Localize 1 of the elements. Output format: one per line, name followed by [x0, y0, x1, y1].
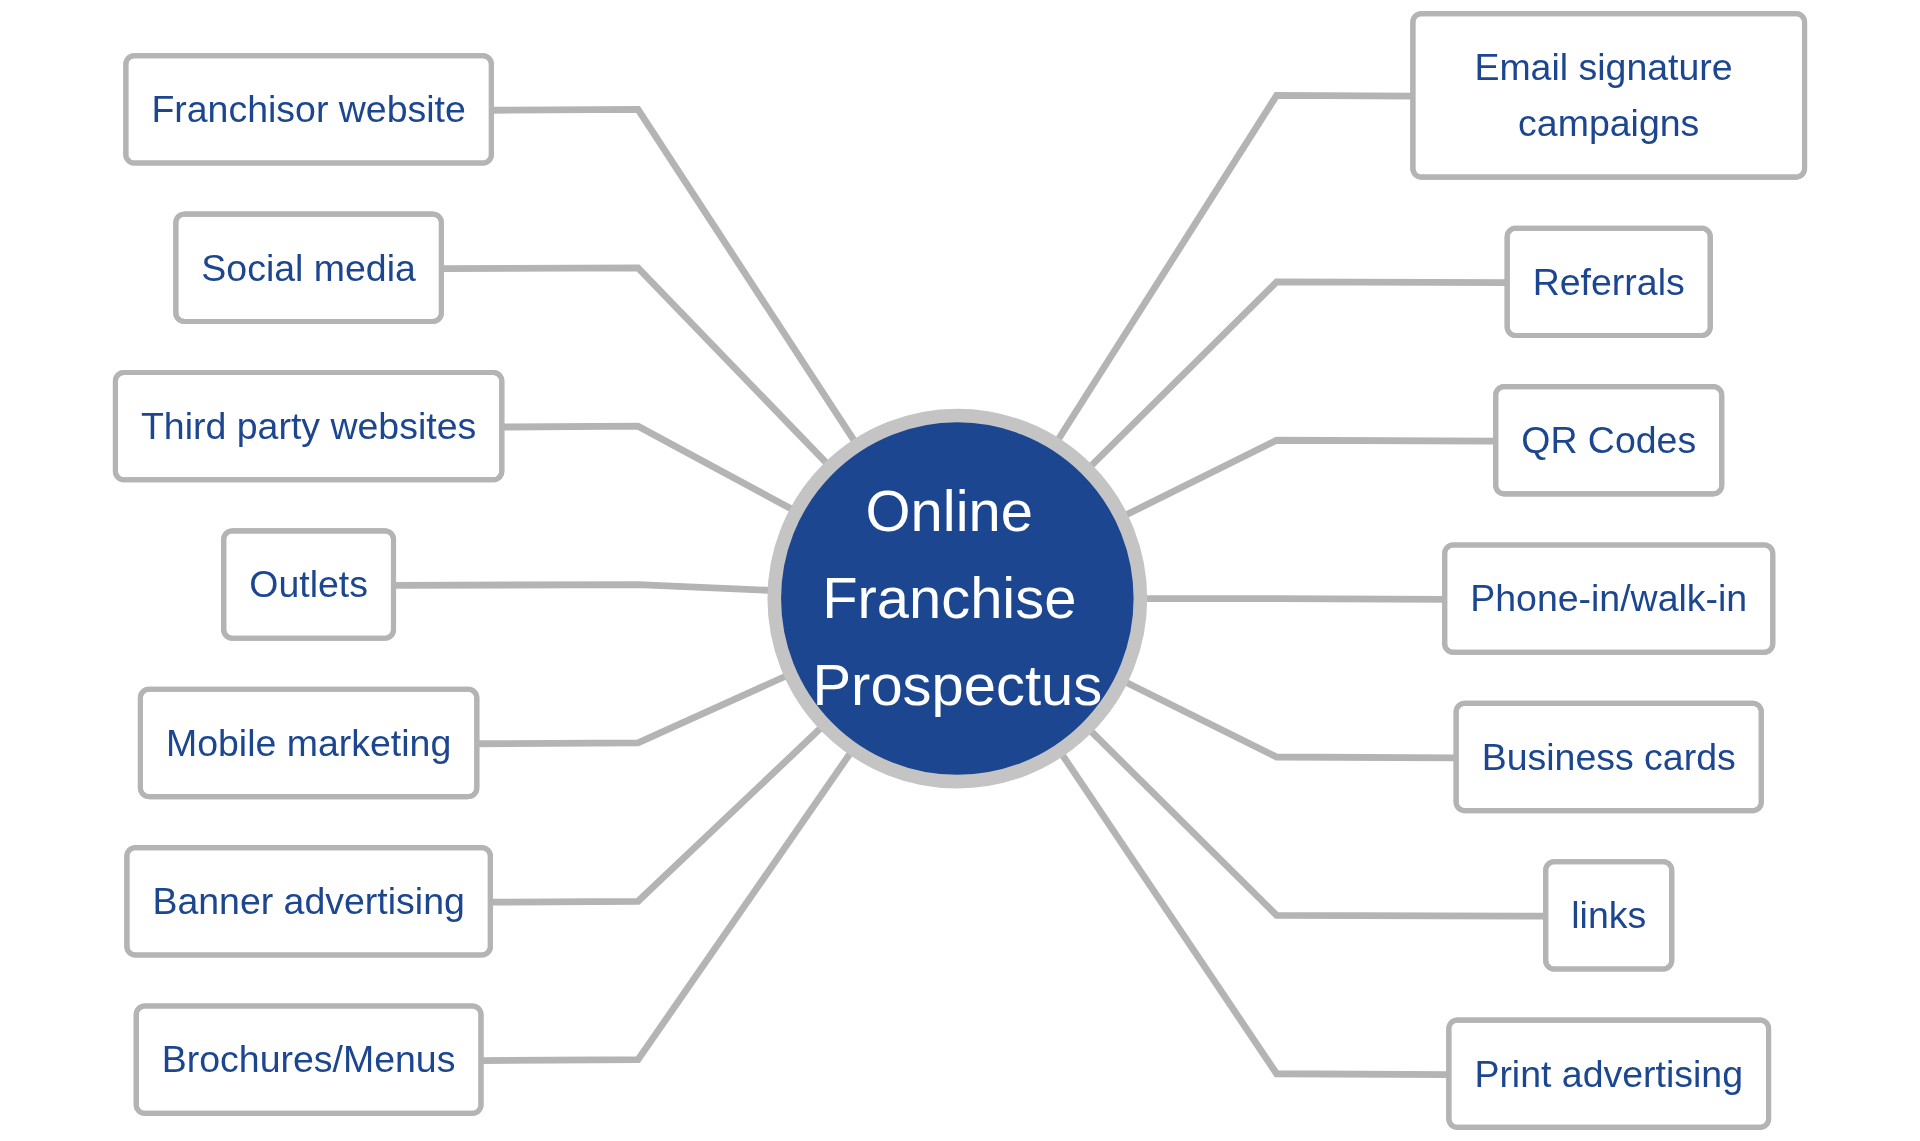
- node-circle: Online Franchise Prospectus: [767, 408, 1148, 789]
